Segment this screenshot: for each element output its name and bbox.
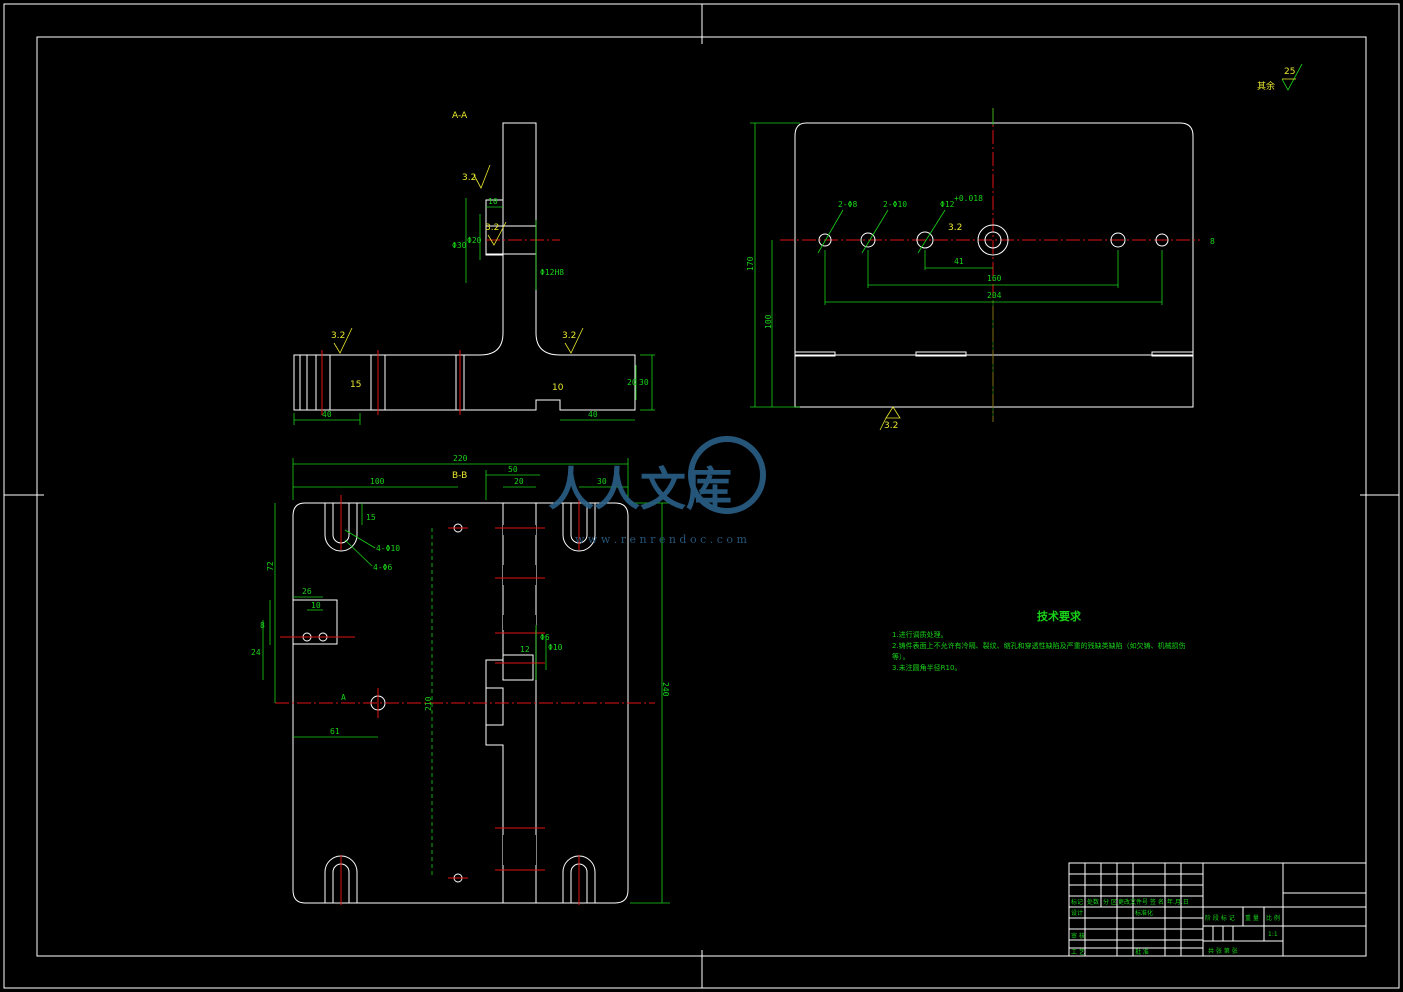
svg-text:41: 41 [954, 257, 964, 266]
tech-line-3: 3.未注圆角半径R10。 [892, 663, 961, 672]
tech-line-2b: 等）。 [892, 652, 910, 661]
svg-text:50: 50 [508, 465, 518, 474]
svg-text:30: 30 [639, 378, 649, 387]
front-view: 170 100 41 160 204 2-Φ8 2-Φ10 Φ12 +0.018… [746, 108, 1215, 431]
svg-text:Φ20: Φ20 [467, 236, 482, 245]
svg-text:3.2: 3.2 [884, 421, 898, 431]
svg-text:10: 10 [552, 383, 564, 393]
general-roughness-note: 其余 25 [1257, 63, 1303, 92]
svg-text:共 张 第 张: 共 张 第 张 [1208, 947, 1238, 955]
svg-text:24: 24 [251, 648, 261, 657]
svg-text:15: 15 [350, 380, 361, 390]
svg-text:A: A [341, 693, 346, 702]
section-aa-view: A-A 40 40 30 20 Φ30 Φ20 10 Φ [293, 111, 655, 425]
svg-text:2-Φ10: 2-Φ10 [883, 200, 907, 209]
svg-text:更改文件号: 更改文件号 [1118, 898, 1148, 906]
svg-text:61: 61 [330, 727, 340, 736]
svg-text:Φ6: Φ6 [540, 633, 550, 642]
svg-text:年.月.日: 年.月.日 [1167, 898, 1189, 906]
svg-text:220: 220 [453, 454, 468, 463]
svg-text:签 名: 签 名 [1150, 898, 1164, 906]
watermark-brand: 人人文库 [548, 462, 732, 516]
svg-text:100: 100 [764, 314, 773, 329]
title-block: 标记 处数 分 区 更改文件号 签 名 年.月.日 设计 标准化 阶 段 标 记… [1068, 862, 1367, 957]
svg-text:240: 240 [661, 682, 670, 697]
svg-text:15: 15 [366, 513, 376, 522]
svg-text:3.2: 3.2 [485, 223, 499, 233]
svg-text:30: 30 [597, 477, 607, 486]
svg-text:Φ12: Φ12 [940, 200, 955, 209]
svg-text:72: 72 [266, 561, 275, 571]
svg-text:批 准: 批 准 [1135, 948, 1149, 956]
svg-text:设计: 设计 [1071, 909, 1083, 917]
tech-title: 技术要求 [1037, 609, 1082, 623]
svg-text:+0.018: +0.018 [954, 194, 983, 203]
svg-text:Φ12H8: Φ12H8 [540, 268, 564, 277]
svg-text:Φ10: Φ10 [548, 643, 563, 652]
svg-text:3.2: 3.2 [462, 173, 476, 183]
plan-view: 220 100 B-B 50 20 30 72 15 4-Φ10 4-Φ6 26… [251, 454, 670, 905]
tech-line-1: 1.进行调质处理。 [892, 630, 948, 639]
svg-text:170: 170 [746, 256, 755, 271]
svg-text:Φ30: Φ30 [452, 241, 467, 250]
svg-text:比 例: 比 例 [1266, 914, 1280, 922]
svg-text:26: 26 [302, 587, 312, 596]
svg-text:12: 12 [520, 645, 530, 654]
svg-text:210: 210 [424, 696, 433, 711]
section-bb-label: B-B [452, 471, 467, 481]
svg-text:重 量: 重 量 [1245, 914, 1259, 922]
svg-text:10: 10 [311, 601, 321, 610]
svg-text:其余: 其余 [1257, 80, 1275, 92]
section-aa-label: A-A [452, 111, 468, 121]
svg-text:分 区: 分 区 [1103, 898, 1117, 906]
svg-text:160: 160 [987, 274, 1002, 283]
svg-text:3.2: 3.2 [948, 223, 962, 233]
watermark-url: w w w . r e n r e n d o c . c o m [575, 533, 747, 546]
svg-text:标准化: 标准化 [1135, 909, 1153, 917]
watermark: 人人文库 w w w . r e n r e n d o c . c o m [548, 436, 766, 546]
svg-text:4-Φ10: 4-Φ10 [376, 544, 400, 553]
svg-text:审 核: 审 核 [1071, 932, 1085, 940]
svg-text:4-Φ6: 4-Φ6 [373, 563, 392, 572]
svg-text:8: 8 [1210, 237, 1215, 246]
svg-text:100: 100 [370, 477, 385, 486]
technical-requirements: 技术要求 1.进行调质处理。 2.铸件表面上不允许有冷隔、裂纹、缩孔和穿透性缺陷… [892, 609, 1186, 672]
svg-text:工 艺: 工 艺 [1071, 948, 1085, 956]
tech-line-2: 2.铸件表面上不允许有冷隔、裂纹、缩孔和穿透性缺陷及严重的残缺类缺陷（如欠铸、机… [892, 641, 1186, 650]
svg-text:阶 段 标 记: 阶 段 标 记 [1205, 914, 1235, 922]
sheet-frame [3, 3, 1400, 989]
svg-text:3.2: 3.2 [562, 331, 576, 341]
svg-text:204: 204 [987, 291, 1002, 300]
svg-text:1:1: 1:1 [1268, 931, 1278, 938]
svg-text:40: 40 [588, 410, 598, 419]
svg-text:2-Φ8: 2-Φ8 [838, 200, 857, 209]
svg-text:20: 20 [514, 477, 524, 486]
svg-text:8: 8 [260, 621, 265, 630]
svg-text:标记: 标记 [1071, 898, 1083, 906]
svg-text:40: 40 [322, 410, 332, 419]
svg-text:处数: 处数 [1087, 898, 1099, 906]
svg-text:3.2: 3.2 [331, 331, 345, 341]
svg-text:10: 10 [488, 197, 498, 206]
svg-text:20: 20 [627, 378, 637, 387]
svg-text:25: 25 [1284, 67, 1295, 77]
